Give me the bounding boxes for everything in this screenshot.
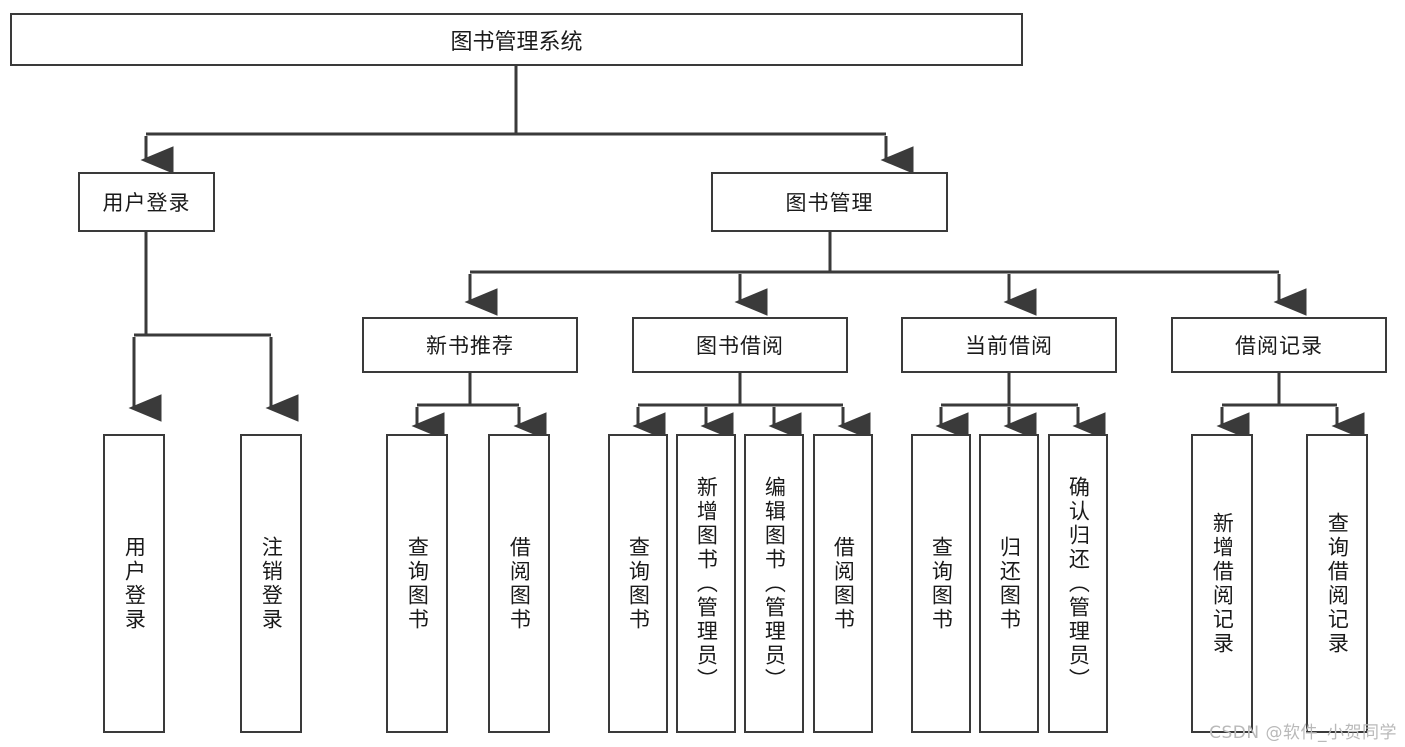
leaf-user-login-logout[interactable]: 注销登录 xyxy=(240,434,302,733)
leaf-label: 查询图书 xyxy=(626,535,651,632)
leaf-book-borrow-lend[interactable]: 借阅图书 xyxy=(813,434,873,733)
node-new-book-recommend[interactable]: 新书推荐 xyxy=(362,317,578,373)
leaf-label: 借阅图书 xyxy=(831,535,856,632)
node-book-management[interactable]: 图书管理 xyxy=(711,172,948,232)
leaf-current-borrow-query[interactable]: 查询图书 xyxy=(911,434,971,733)
leaf-label: 确认归还（管理员） xyxy=(1066,475,1091,692)
leaf-label: 归还图书 xyxy=(997,535,1022,632)
leaf-current-borrow-confirm-return[interactable]: 确认归还（管理员） xyxy=(1048,434,1108,733)
leaf-label: 用户登录 xyxy=(122,535,147,632)
leaf-label: 查询图书 xyxy=(405,535,430,632)
leaf-label: 借阅图书 xyxy=(507,535,532,632)
node-borrow-record[interactable]: 借阅记录 xyxy=(1171,317,1387,373)
leaf-label: 查询图书 xyxy=(929,535,954,632)
node-user-login-label: 用户登录 xyxy=(102,191,191,215)
leaf-label: 新增图书（管理员） xyxy=(694,475,719,692)
node-book-management-label: 图书管理 xyxy=(785,191,874,215)
watermark: CSDN @软件_小贺同学 xyxy=(1209,723,1397,743)
leaf-book-borrow-edit[interactable]: 编辑图书（管理员） xyxy=(744,434,804,733)
node-root-label: 图书管理系统 xyxy=(450,29,583,55)
node-book-borrow-label: 图书借阅 xyxy=(696,334,784,358)
node-current-borrow[interactable]: 当前借阅 xyxy=(901,317,1117,373)
leaf-label: 注销登录 xyxy=(259,535,284,632)
leaf-book-borrow-add[interactable]: 新增图书（管理员） xyxy=(676,434,736,733)
node-new-book-recommend-label: 新书推荐 xyxy=(426,334,514,358)
leaf-borrow-record-query[interactable]: 查询借阅记录 xyxy=(1306,434,1368,733)
node-borrow-record-label: 借阅记录 xyxy=(1235,334,1323,358)
leaf-new-book-borrow[interactable]: 借阅图书 xyxy=(488,434,550,733)
leaf-borrow-record-add[interactable]: 新增借阅记录 xyxy=(1191,434,1253,733)
leaf-label: 新增借阅记录 xyxy=(1210,511,1235,656)
node-current-borrow-label: 当前借阅 xyxy=(965,334,1053,358)
leaf-new-book-query[interactable]: 查询图书 xyxy=(386,434,448,733)
node-root[interactable]: 图书管理系统 xyxy=(10,13,1023,66)
leaf-current-borrow-return[interactable]: 归还图书 xyxy=(979,434,1039,733)
node-book-borrow[interactable]: 图书借阅 xyxy=(632,317,848,373)
leaf-user-login-login[interactable]: 用户登录 xyxy=(103,434,165,733)
leaf-label: 编辑图书（管理员） xyxy=(762,475,787,692)
node-user-login[interactable]: 用户登录 xyxy=(78,172,215,232)
leaf-label: 查询借阅记录 xyxy=(1325,511,1350,656)
leaf-book-borrow-query[interactable]: 查询图书 xyxy=(608,434,668,733)
